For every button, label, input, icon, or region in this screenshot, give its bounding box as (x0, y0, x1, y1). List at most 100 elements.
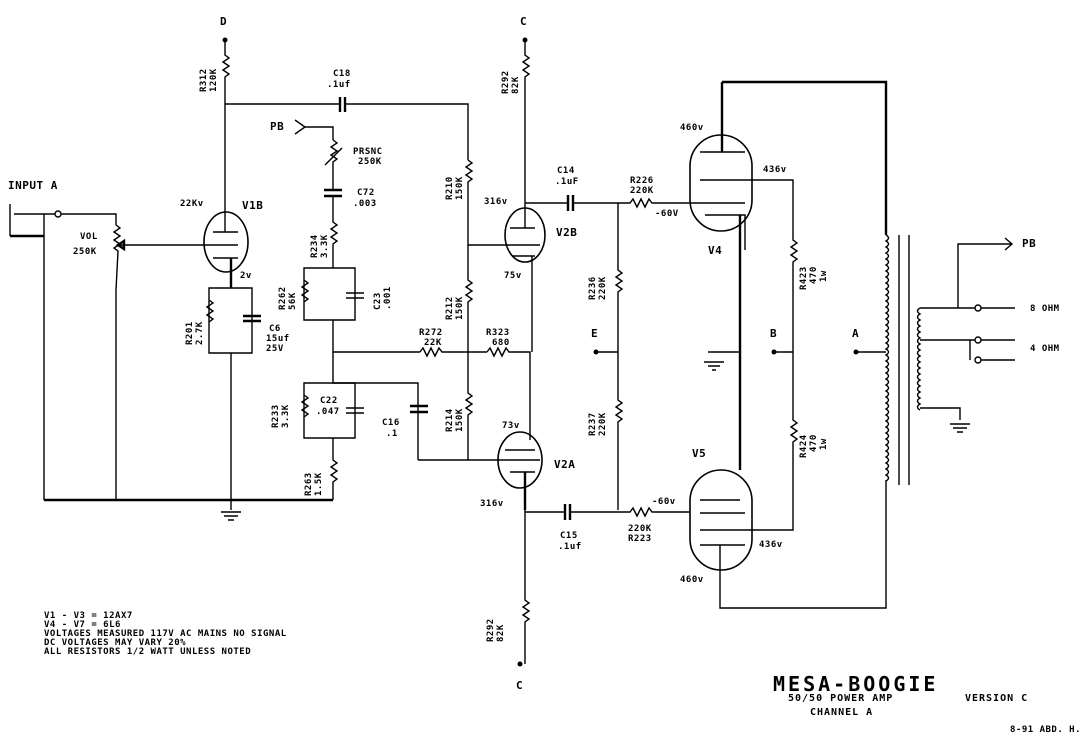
pb-left-label: PB (270, 120, 285, 133)
capacitor-c14 (566, 195, 575, 211)
r226-ref: R226 (630, 176, 654, 186)
r234-value: 3.3K (320, 234, 330, 258)
resistor-r262 (300, 279, 310, 303)
pb-right-label: PB (1022, 237, 1037, 250)
v1b-plate-voltage: 22Kv (180, 199, 204, 209)
r223-value: 220K (628, 524, 652, 534)
tap-4-jack-a (974, 336, 982, 344)
schematic-channel: CHANNEL A (810, 707, 874, 718)
wire-c18-out (345, 103, 469, 160)
pb-out-arrow (957, 237, 1014, 308)
v4-name: V4 (708, 244, 723, 257)
note-line: VOLTAGES MEASURED 117V AC MAINS NO SIGNA… (44, 629, 287, 639)
tap-8-jack (974, 304, 982, 312)
capacitor-c6 (243, 314, 261, 323)
capacitor-c16 (410, 404, 428, 414)
v5-plate-voltage: 460v (680, 575, 704, 585)
volume-pot (112, 224, 200, 500)
r423-watt: 1w (819, 270, 829, 282)
r237-value: 220K (598, 412, 608, 436)
r210-ref: R210 (445, 176, 455, 200)
c14-value: .1uF (555, 177, 579, 187)
v5-screen-voltage: 436v (759, 540, 783, 550)
node-d-terminal (222, 37, 228, 43)
tap-8-label: 8 OHM (1030, 304, 1060, 314)
r234-ref: R234 (310, 234, 320, 258)
tap-4-jack-b (974, 356, 982, 364)
tube-v2a (497, 431, 543, 664)
r214-value: 150K (455, 408, 465, 432)
v2a-plate-voltage: 73v (502, 421, 520, 431)
v4-screen-voltage: 436v (763, 165, 787, 175)
capacitor-c22 (346, 407, 364, 414)
c15-value: .1uf (558, 542, 582, 552)
r233-ref: R233 (271, 404, 281, 428)
c18-ref: C18 (333, 69, 351, 79)
resistor-r312 (221, 40, 231, 100)
node-a-label: A (852, 327, 860, 340)
resistor-r214 (464, 355, 474, 460)
resistor-r201 (205, 299, 215, 323)
r292-bottom-ref: R292 (486, 618, 496, 642)
note-line: V1 - V3 = 12AX7 (44, 611, 133, 621)
v2b-name: V2B (556, 226, 578, 239)
tube-v5 (689, 469, 887, 609)
pb-arrow (294, 119, 334, 140)
r272-ref: R272 (419, 328, 443, 338)
node-b-label: B (770, 327, 778, 340)
r424-value: 470 (809, 434, 819, 452)
r263-value: 1.5K (314, 472, 324, 496)
resistor-r323 (486, 346, 531, 440)
resistor-r233 (300, 394, 310, 418)
c6-value: 15uf (266, 334, 290, 344)
c23-value: .001 (383, 286, 393, 310)
c18-value: .1uf (327, 80, 351, 90)
r262-ref: R262 (278, 286, 288, 310)
drawing-ref: 8-91 ABD. H. (1010, 725, 1082, 735)
r423-value: 470 (809, 266, 819, 284)
c6-ref: C6 (269, 324, 281, 334)
r236-ref: R236 (588, 276, 598, 300)
c14-ref: C14 (557, 166, 575, 176)
resistor-r223 (570, 506, 690, 518)
r323-ref: R323 (486, 328, 510, 338)
r237-ref: R237 (588, 412, 598, 436)
input-label: INPUT A (8, 179, 58, 192)
capacitor-c23 (346, 292, 364, 299)
resistor-r234 (329, 196, 339, 268)
note-line: DC VOLTAGES MAY VARY 20% (44, 638, 187, 648)
node-c-bottom-terminal (517, 661, 523, 667)
capacitor-c72 (324, 188, 342, 198)
r233-value: 3.3K (281, 404, 291, 428)
r263-ref: R263 (304, 472, 314, 496)
r212-ref: R212 (445, 296, 455, 320)
node-c-top-terminal (522, 37, 528, 43)
v2b-plate-voltage: 316v (484, 197, 508, 207)
r424-ref: R424 (799, 434, 809, 458)
r424-watt: 1w (819, 438, 829, 450)
node-e-terminal (593, 349, 599, 355)
v1b-name: V1B (242, 199, 264, 212)
c22-ref: C22 (320, 396, 338, 406)
r423-ref: R423 (799, 266, 809, 290)
ground-symbol-2 (704, 351, 740, 371)
presence-ref: PRSNC (353, 147, 383, 157)
v2b-cathode-voltage: 75v (504, 271, 522, 281)
node-c-bottom-label: C (516, 679, 524, 692)
v2a-name: V2A (554, 458, 576, 471)
schematic-subtitle: 50/50 POWER AMP (788, 693, 894, 704)
vol-ref: VOL (80, 232, 98, 242)
c72-ref: C72 (357, 188, 375, 198)
r212-value: 150K (455, 296, 465, 320)
tube-v2b (504, 40, 546, 352)
c23-ref: C23 (373, 292, 383, 310)
resistor-r226 (573, 197, 700, 209)
tube-v1b (200, 100, 249, 288)
r262-value: 56K (288, 292, 298, 310)
note-line: ALL RESISTORS 1/2 WATT UNLESS NOTED (44, 647, 252, 657)
r214-ref: R214 (445, 408, 455, 432)
r236-value: 220K (598, 276, 608, 300)
v1b-cathode-voltage: 2v (240, 271, 252, 281)
pot-presence-arrow (324, 147, 343, 166)
